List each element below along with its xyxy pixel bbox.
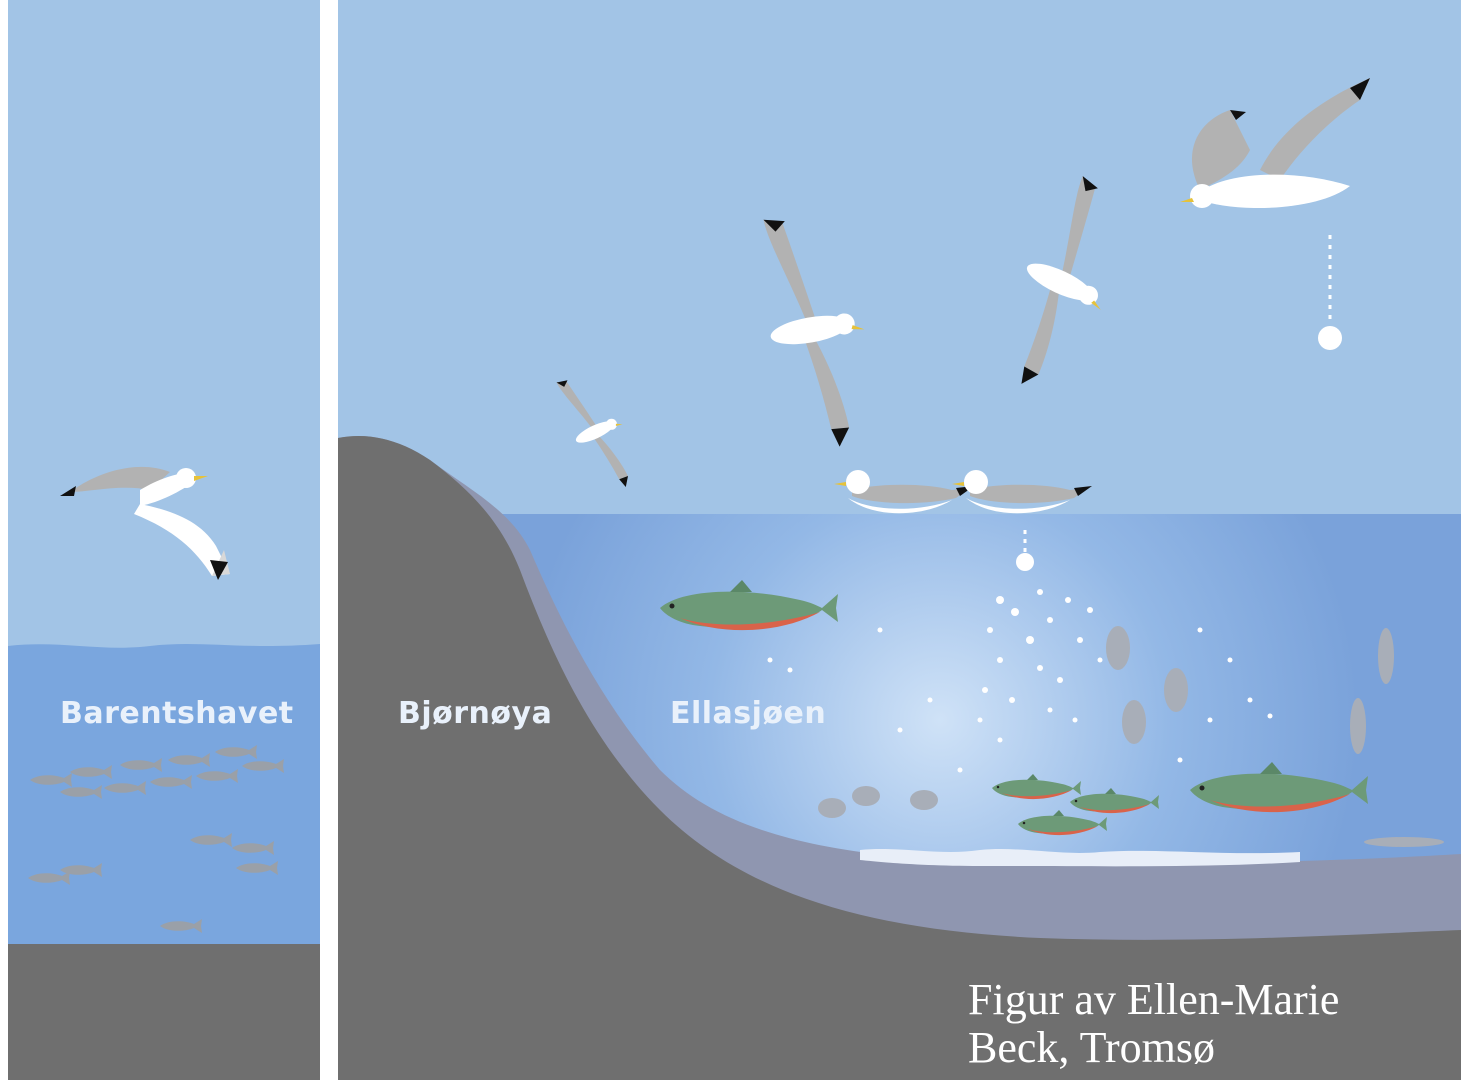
bjornoya-label: Bjørnøya bbox=[398, 696, 552, 731]
ellasjoen-label: Ellasjøen bbox=[670, 696, 826, 731]
left-panel bbox=[8, 0, 320, 1080]
credit-line-1: Figur av Ellen-Marie bbox=[968, 976, 1448, 1024]
barentshavet-label: Barentshavet bbox=[60, 696, 294, 731]
figure-credit: Figur av Ellen-Marie Beck, Tromsø bbox=[968, 976, 1448, 1072]
credit-line-2: Beck, Tromsø bbox=[968, 1024, 1448, 1072]
